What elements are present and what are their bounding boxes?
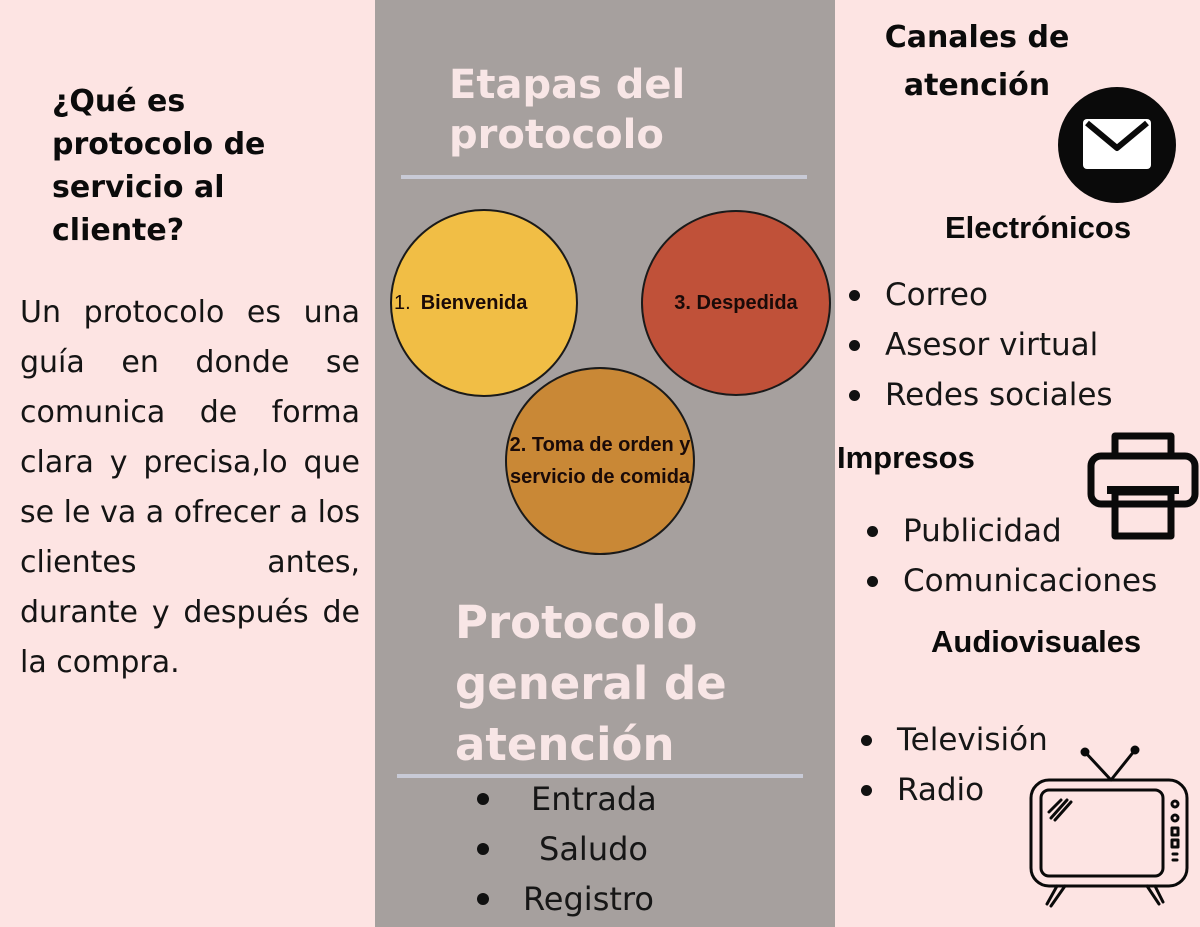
bullet-icon [867, 526, 878, 537]
printed-heading: Impresos [837, 440, 975, 475]
list-item: Saludo [475, 824, 775, 874]
bullet-icon [849, 290, 860, 301]
bullet-icon [477, 793, 489, 805]
mail-icon [1058, 87, 1176, 203]
divider [401, 175, 807, 179]
stage-circle-3: 3. Despedida [641, 210, 831, 396]
bullet-icon [849, 390, 860, 401]
list-item: Registro [475, 874, 775, 924]
stage-label: 3. Despedida [674, 291, 798, 314]
left-panel: ¿Qué es protocolo de servicio al cliente… [0, 0, 375, 927]
divider [397, 774, 803, 778]
stage-number: 1. [394, 291, 411, 314]
bullet-icon [849, 340, 860, 351]
audiovisual-heading: Audiovisuales [931, 624, 1142, 659]
tv-icon [1029, 745, 1189, 908]
channels-title: Canales de atención [884, 20, 1070, 103]
bullet-icon [861, 785, 872, 796]
printer-icon [1087, 432, 1199, 540]
bullet-icon [477, 893, 489, 905]
list-item: Entrada [475, 774, 775, 824]
bullet-icon [861, 735, 872, 746]
stage-circle-2: 2. Toma de orden y servicio de comida [505, 367, 695, 555]
middle-panel: Etapas del protocolo 1. Bienvenida 3. De… [375, 0, 835, 927]
left-body-text: Un protocolo es una guía en donde se com… [20, 295, 360, 680]
electronic-heading: Electrónicos [945, 210, 1132, 245]
stage-label: Bienvenida [420, 291, 528, 314]
right-panel: Canales de atención Electrónicos Correo … [835, 0, 1200, 927]
stage-label: 2. Toma de orden y servicio de comida [509, 434, 691, 488]
general-protocol-list: Entrada Saludo Registro [475, 774, 775, 924]
stage-circle-1: 1. Bienvenida [390, 209, 578, 397]
stages-title: Etapas del protocolo [449, 62, 686, 158]
left-title: ¿Qué es protocolo de servicio al cliente… [52, 84, 266, 248]
bullet-icon [867, 576, 878, 587]
bullet-icon [477, 843, 489, 855]
general-protocol-title: Protocolo general de atención [455, 596, 727, 771]
